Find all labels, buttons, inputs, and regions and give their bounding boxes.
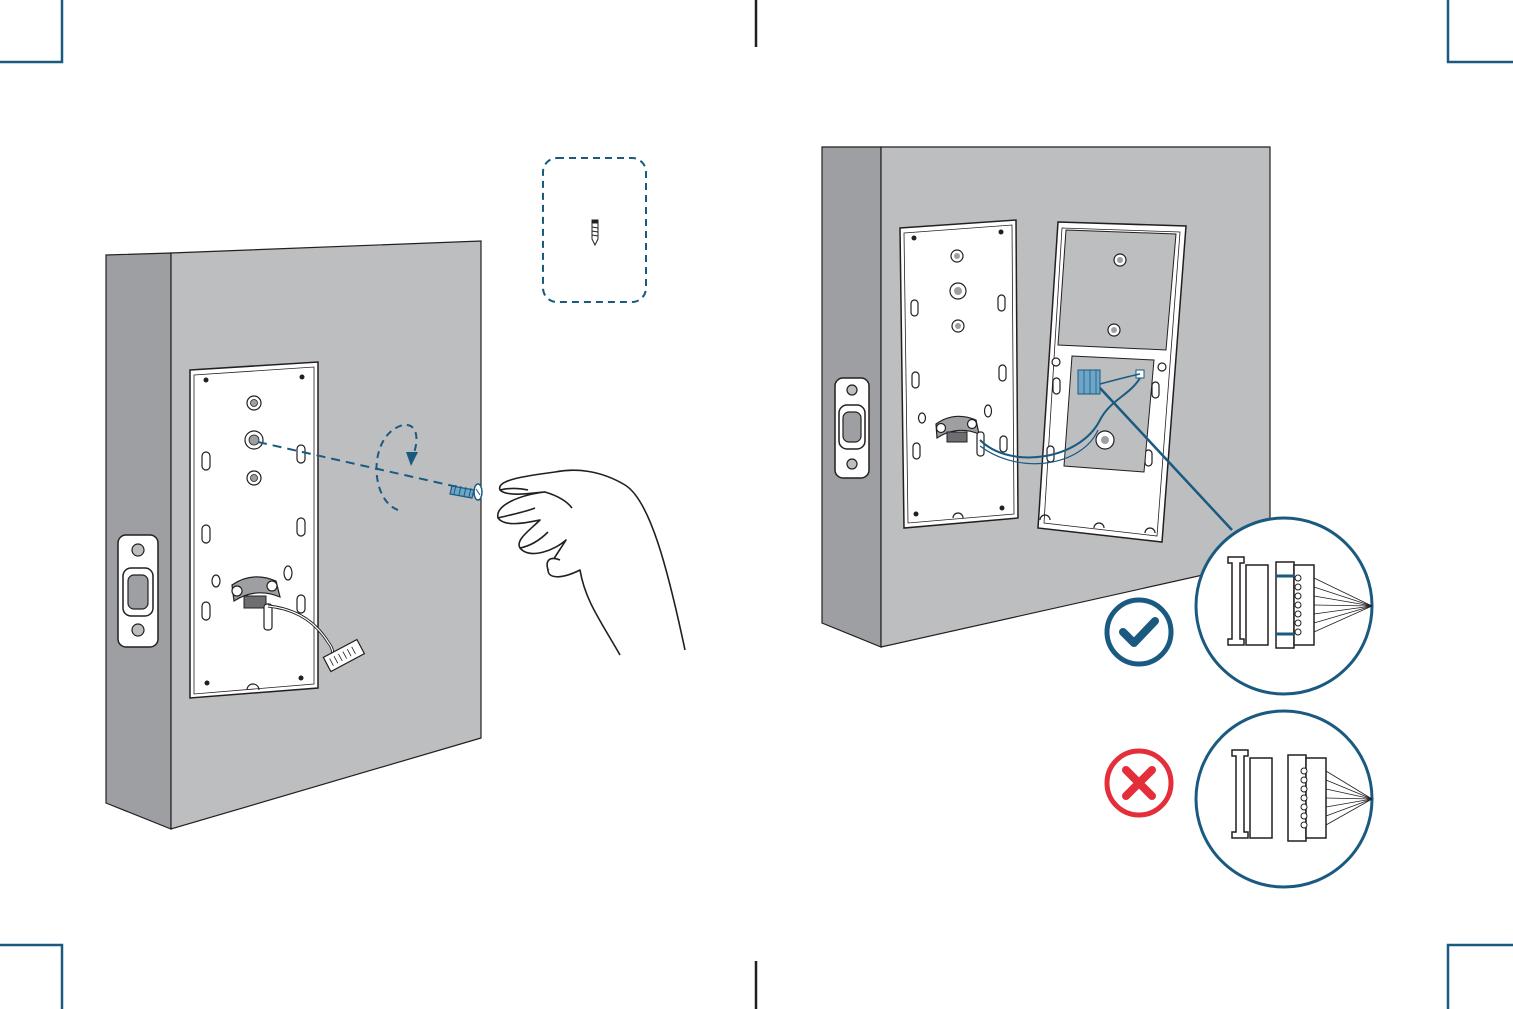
hand-illustration [498,470,685,655]
left-illustration [106,241,685,829]
right-illustration [822,147,1372,887]
mounting-plate [900,220,1018,528]
latch-faceplate [118,535,158,647]
connector-zoom-wrong [1196,711,1372,887]
checkmark-icon [1107,600,1171,664]
interior-assembly [1038,222,1186,542]
part-callout-box [543,158,646,302]
screw-icon [592,220,598,245]
connector-zoom-correct [1196,518,1372,694]
latch-faceplate [835,378,869,478]
x-mark-icon [1107,751,1171,815]
